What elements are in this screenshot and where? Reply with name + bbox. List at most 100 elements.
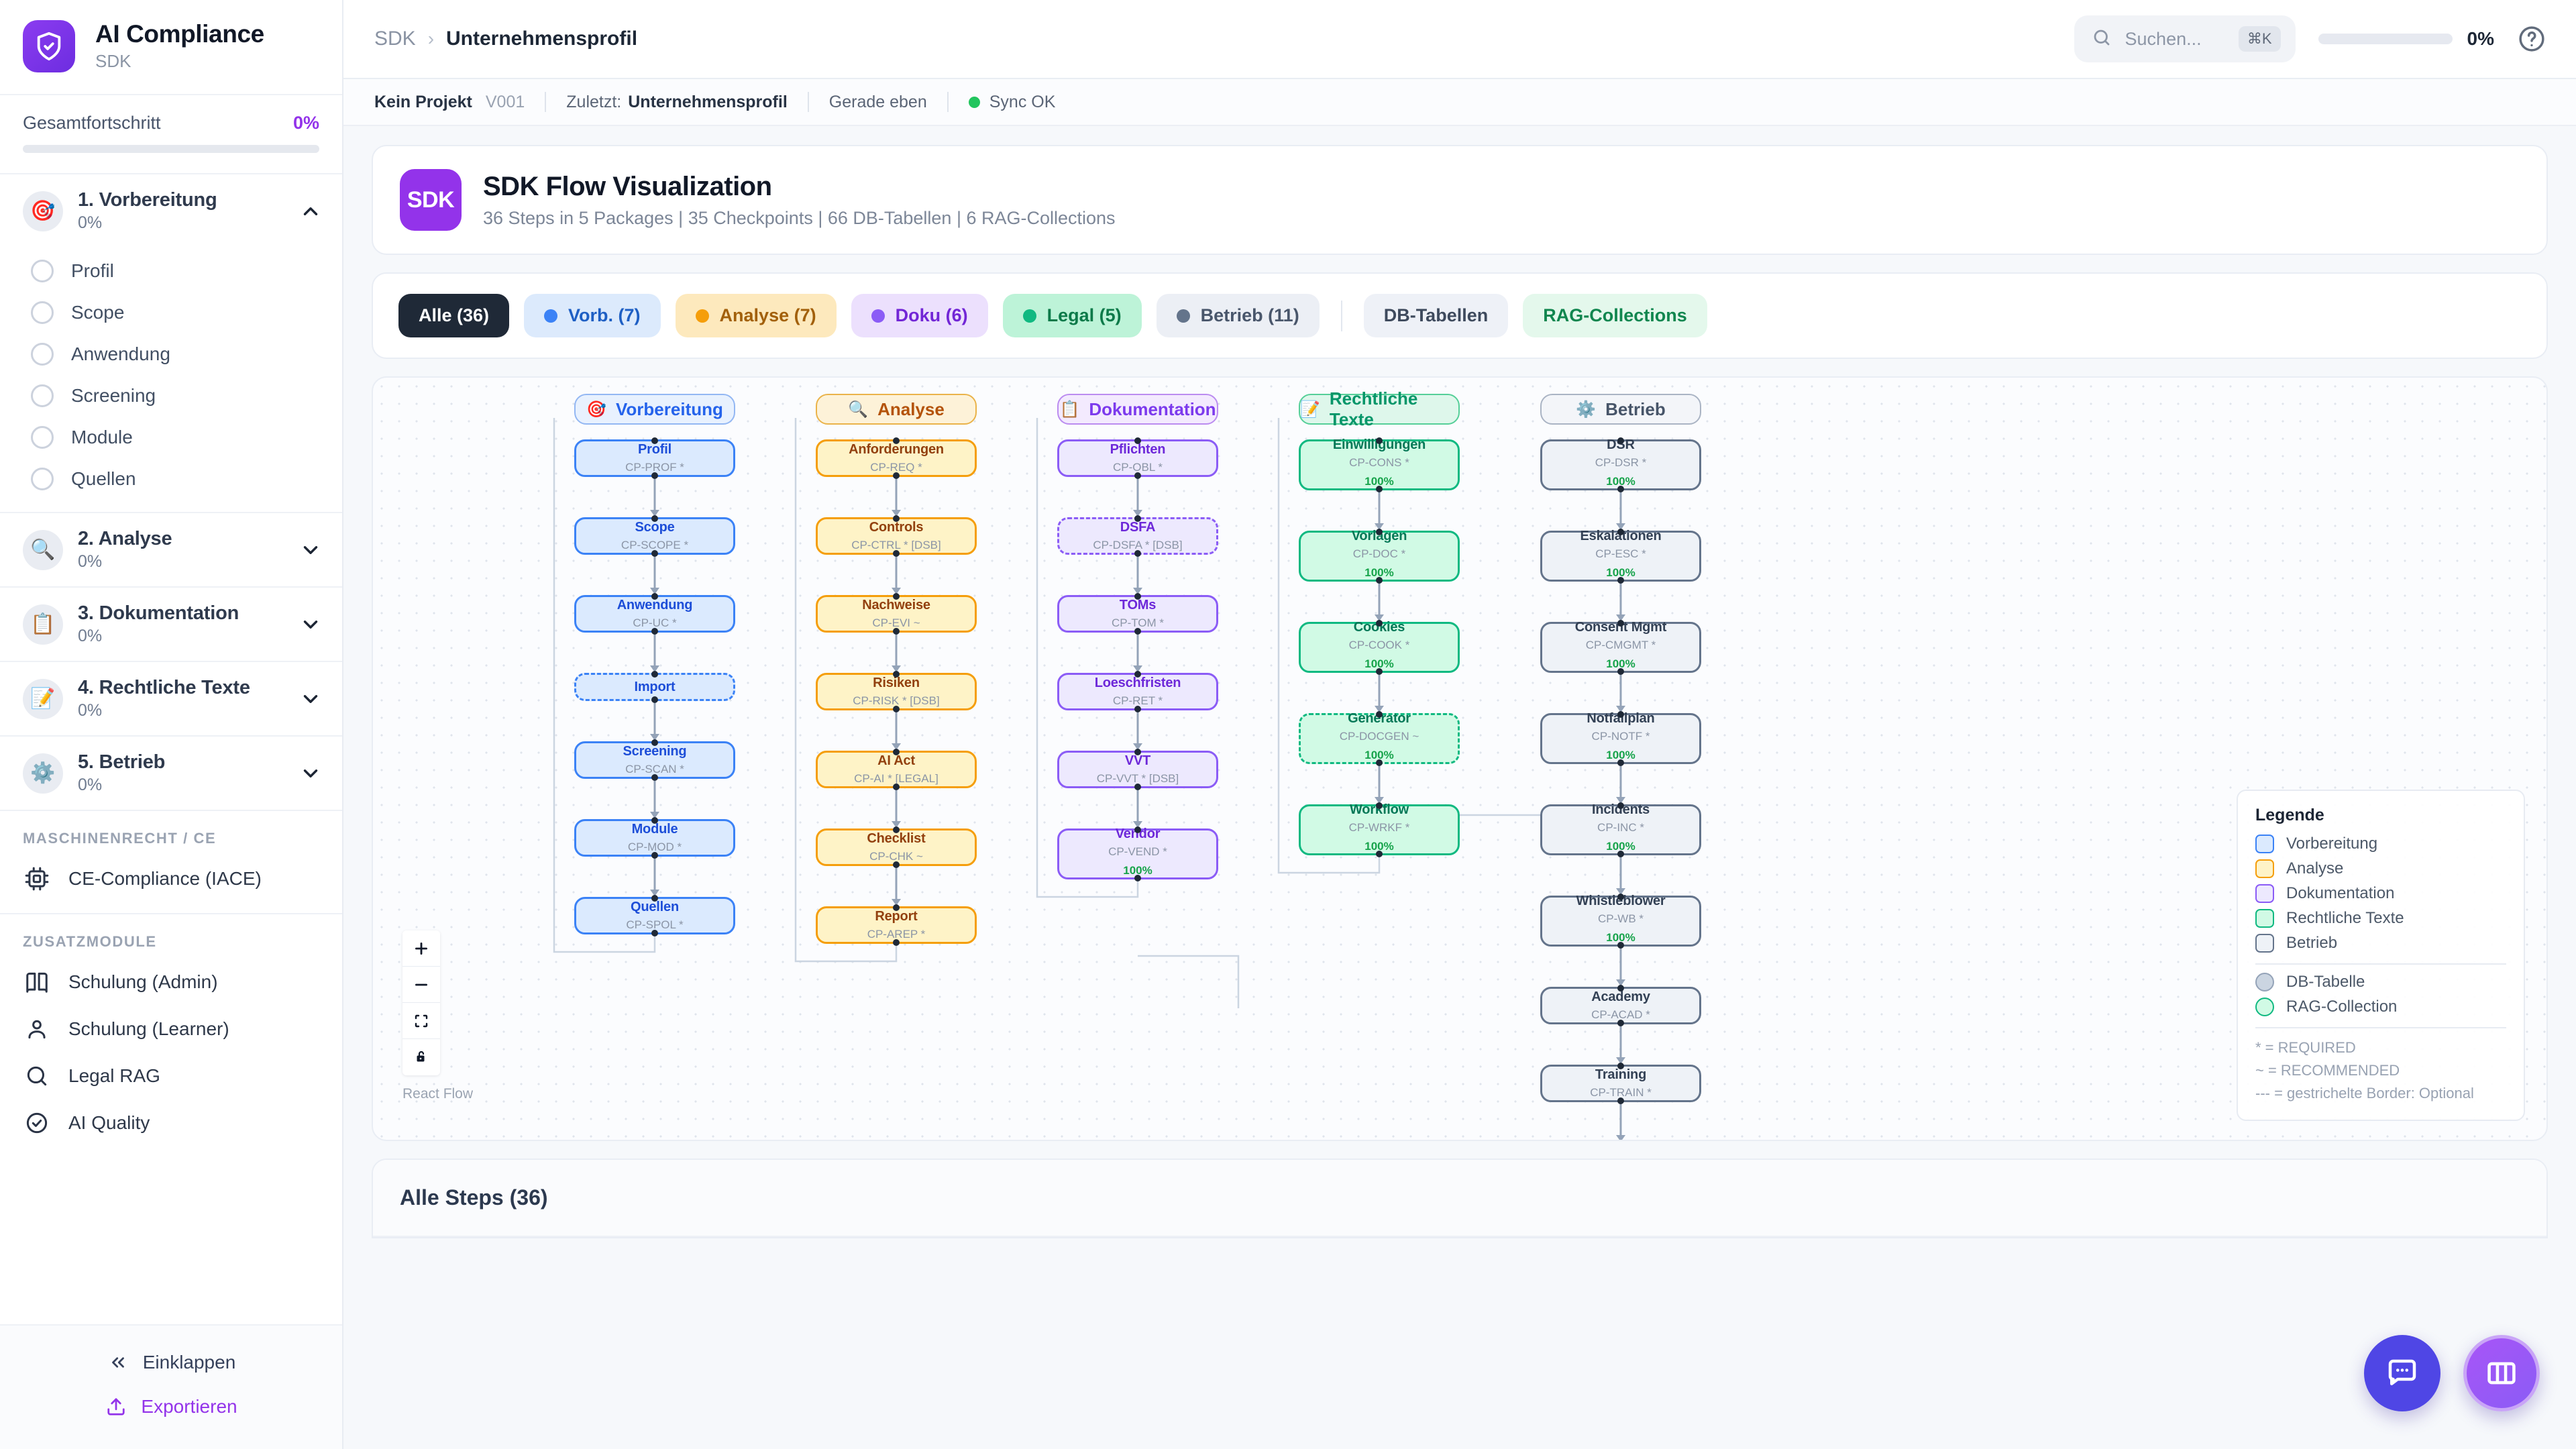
phase-header[interactable]: 📝4. Rechtliche Texte0% — [0, 662, 342, 735]
sidebar-item-ai-quality[interactable]: AI Quality — [0, 1099, 342, 1146]
flow-node-toms[interactable]: TOMsCP-TOM * — [1057, 595, 1218, 633]
flow-node-training[interactable]: TrainingCP-TRAIN * — [1540, 1065, 1701, 1102]
section-title-machine: MASCHINENRECHT / CE — [0, 811, 342, 855]
flow-node-loeschfristen[interactable]: LoeschfristenCP-RET * — [1057, 673, 1218, 710]
plus-icon[interactable] — [402, 930, 440, 967]
flow-node-einwilligungen[interactable]: EinwilligungenCP-CONS *100% — [1299, 439, 1460, 490]
phase-header[interactable]: ⚙️5. Betrieb0% — [0, 737, 342, 810]
step-status-circle — [31, 426, 54, 449]
filter-chip-alle-36[interactable]: Alle (36) — [398, 294, 509, 337]
flow-node-consent-mgmt[interactable]: Consent MgmtCP-CMGMT *100% — [1540, 622, 1701, 673]
search-icon — [23, 1062, 51, 1090]
node-port-top — [651, 515, 658, 522]
flow-node-screening[interactable]: ScreeningCP-SCAN * — [574, 741, 735, 779]
flow-group-dokumentation[interactable]: 📋Dokumentation — [1057, 394, 1218, 425]
filter-chip-doku-6[interactable]: Doku (6) — [851, 294, 988, 337]
chevron-down-icon[interactable] — [299, 688, 322, 710]
chip-label: RAG-Collections — [1543, 305, 1687, 326]
flow-node-vvt[interactable]: VVTCP-VVT * [DSB] — [1057, 751, 1218, 788]
flow-group-betrieb[interactable]: ⚙️Betrieb — [1540, 394, 1701, 425]
node-port-top — [1617, 437, 1624, 444]
flow-node-profil[interactable]: ProfilCP-PROF * — [574, 439, 735, 477]
group-emoji-icon: 🔍 — [848, 400, 868, 419]
chevron-down-icon[interactable] — [299, 613, 322, 636]
filter-chip-betrieb-11[interactable]: Betrieb (11) — [1157, 294, 1320, 337]
sidebar-item-schulung-learner[interactable]: Schulung (Learner) — [0, 1006, 342, 1053]
phase-header[interactable]: 📋3. Dokumentation0% — [0, 588, 342, 661]
chevron-down-icon[interactable] — [299, 762, 322, 785]
flow-canvas[interactable]: 🎯Vorbereitung🔍Analyse📋Dokumentation📝Rech… — [372, 376, 2548, 1141]
flow-node-generator[interactable]: GeneratorCP-DOCGEN ~100% — [1299, 713, 1460, 764]
flow-node-vorlagen[interactable]: VorlagenCP-DOC *100% — [1299, 531, 1460, 582]
help-circle-icon[interactable] — [2517, 24, 2546, 54]
export-button[interactable]: Exportieren — [0, 1385, 342, 1429]
flow-node-quellen[interactable]: QuellenCP-SPOL * — [574, 897, 735, 934]
filter-chip-analyse-7[interactable]: Analyse (7) — [676, 294, 837, 337]
chevron-down-icon[interactable] — [299, 539, 322, 561]
node-code: CP-INC * — [1597, 821, 1644, 835]
filter-chip-db-tabellen[interactable]: DB-Tabellen — [1364, 294, 1509, 337]
flow-node-whistleblower[interactable]: WhistleblowerCP-WB *100% — [1540, 896, 1701, 947]
flow-node-anforderungen[interactable]: AnforderungenCP-REQ * — [816, 439, 977, 477]
flow-node-risiken[interactable]: RisikenCP-RISK * [DSB] — [816, 673, 977, 710]
filter-chip-vorb-7[interactable]: Vorb. (7) — [524, 294, 661, 337]
legend-label: Analyse — [2286, 859, 2343, 878]
filter-chip-legal-5[interactable]: Legal (5) — [1003, 294, 1142, 337]
collapse-sidebar-button[interactable]: Einklappen — [0, 1340, 342, 1385]
flow-node-scope[interactable]: ScopeCP-SCOPE * — [574, 517, 735, 555]
flow-node-cookies[interactable]: CookiesCP-COOK *100% — [1299, 622, 1460, 673]
zoom-controls[interactable] — [402, 930, 440, 1075]
chat-bubble-icon[interactable] — [2364, 1335, 2440, 1411]
flow-node-workflow[interactable]: WorkflowCP-WRKF *100% — [1299, 804, 1460, 855]
node-port-top — [651, 895, 658, 902]
node-port-top — [1376, 437, 1383, 444]
minus-icon[interactable] — [402, 967, 440, 1003]
phase-header[interactable]: 🎯1. Vorbereitung0% — [0, 174, 342, 248]
flow-node-incidents[interactable]: IncidentsCP-INC *100% — [1540, 804, 1701, 855]
flow-group-rechtliche-texte[interactable]: 📝Rechtliche Texte — [1299, 394, 1460, 425]
flow-node-checklist[interactable]: ChecklistCP-CHK ~ — [816, 828, 977, 866]
group-emoji-icon: 📝 — [1300, 400, 1320, 419]
sidebar-step-profil[interactable]: Profil — [0, 250, 342, 292]
flow-node-report[interactable]: ReportCP-AREP * — [816, 906, 977, 944]
filter-chip-rag-collections[interactable]: RAG-Collections — [1523, 294, 1707, 337]
flow-node-eskalationen[interactable]: EskalationenCP-ESC *100% — [1540, 531, 1701, 582]
sidebar-step-scope[interactable]: Scope — [0, 292, 342, 333]
chevron-up-icon[interactable] — [299, 200, 322, 223]
node-name: Sec-Backlog — [1581, 1140, 1660, 1141]
flow-node-ai-act[interactable]: AI ActCP-AI * [LEGAL] — [816, 751, 977, 788]
sidebar-step-anwendung[interactable]: Anwendung — [0, 333, 342, 375]
fit-view-icon[interactable] — [402, 1003, 440, 1039]
react-flow-attribution[interactable]: React Flow — [402, 1086, 473, 1102]
step-status-circle — [31, 301, 54, 324]
sidebar-item-ce-compliance[interactable]: CE-Compliance (IACE) — [0, 855, 342, 902]
flow-node-vendor[interactable]: VendorCP-VEND *100% — [1057, 828, 1218, 879]
node-port-top — [1134, 671, 1141, 678]
phase-header[interactable]: 🔍2. Analyse0% — [0, 513, 342, 586]
flow-node-notfallplan[interactable]: NotfallplanCP-NOTF *100% — [1540, 713, 1701, 764]
lock-icon[interactable] — [402, 1039, 440, 1075]
sidebar-step-quellen[interactable]: Quellen — [0, 458, 342, 500]
flow-node-module[interactable]: ModuleCP-MOD * — [574, 819, 735, 857]
flow-node-anwendung[interactable]: AnwendungCP-UC * — [574, 595, 735, 633]
flow-group-vorbereitung[interactable]: 🎯Vorbereitung — [574, 394, 735, 425]
flow-node-controls[interactable]: ControlsCP-CTRL * [DSB] — [816, 517, 977, 555]
sidebar-item-legal-rag[interactable]: Legal RAG — [0, 1053, 342, 1099]
columns-icon[interactable] — [2463, 1335, 2540, 1411]
flow-group-analyse[interactable]: 🔍Analyse — [816, 394, 977, 425]
sidebar-step-module[interactable]: Module — [0, 417, 342, 458]
search-input[interactable]: Suchen... ⌘K — [2074, 15, 2296, 62]
flow-node-dsr[interactable]: DSRCP-DSR *100% — [1540, 439, 1701, 490]
main-area: SDK › Unternehmensprofil Suchen... ⌘K 0% — [343, 0, 2576, 1449]
brand-block[interactable]: AI Compliance SDK — [0, 0, 342, 95]
sidebar-step-screening[interactable]: Screening — [0, 375, 342, 417]
group-label: Rechtliche Texte — [1330, 388, 1458, 430]
flow-node-academy[interactable]: AcademyCP-ACAD * — [1540, 987, 1701, 1024]
breadcrumb-root[interactable]: SDK — [374, 28, 416, 50]
flow-node-pflichten[interactable]: PflichtenCP-OBL * — [1057, 439, 1218, 477]
sidebar-item-schulung-admin[interactable]: Schulung (Admin) — [0, 959, 342, 1006]
flow-node-import[interactable]: Import — [574, 673, 735, 701]
legend-entry-betrieb: Betrieb — [2255, 934, 2506, 953]
flow-node-dsfa[interactable]: DSFACP-DSFA * [DSB] — [1057, 517, 1218, 555]
flow-node-nachweise[interactable]: NachweiseCP-EVI ~ — [816, 595, 977, 633]
